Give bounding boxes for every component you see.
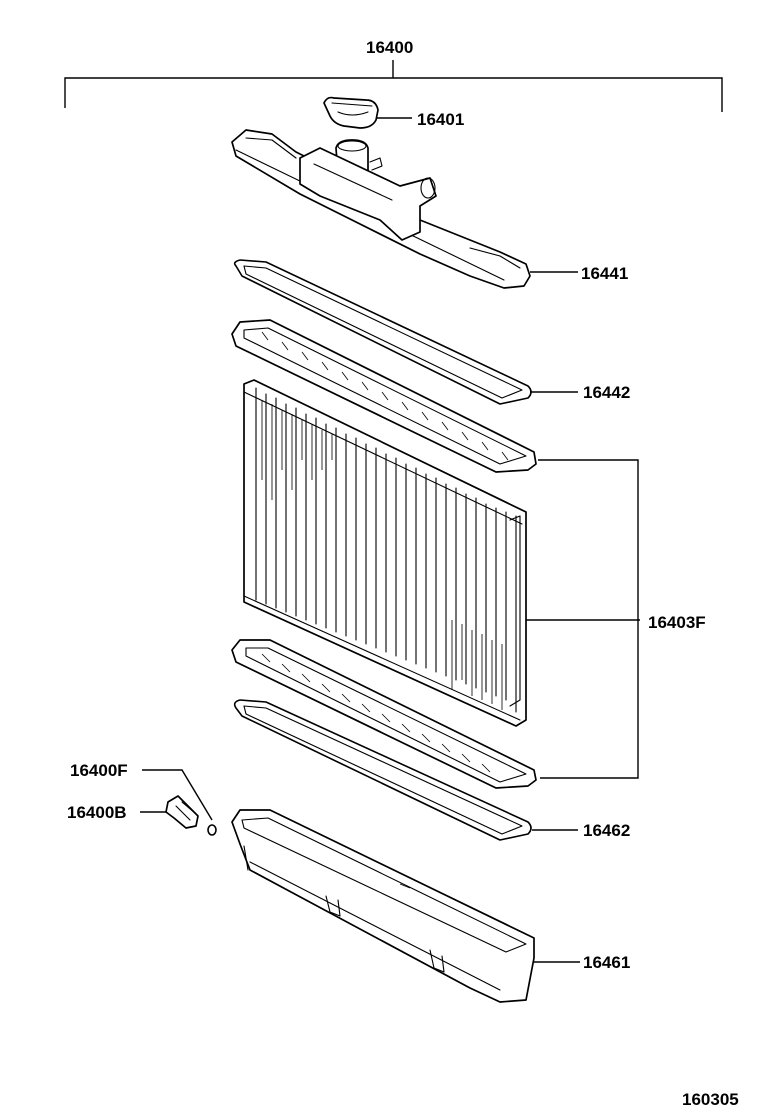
upper-core-plate (231, 319, 537, 473)
drain-oring (207, 824, 217, 836)
lower-gasket (233, 699, 532, 841)
label-16442: 16442 (583, 383, 630, 402)
label-16400F: 16400F (70, 761, 128, 780)
figure-number: 160305 (682, 1090, 739, 1109)
upper-tank (231, 129, 531, 289)
label-16441: 16441 (581, 264, 628, 283)
lower-core-plate (231, 639, 537, 789)
label-16403F: 16403F (648, 613, 706, 632)
radiator-cap (323, 96, 379, 129)
label-16401: 16401 (417, 110, 464, 129)
assembly-bracket (64, 60, 723, 112)
upper-gasket (233, 259, 532, 405)
leader-16403F (526, 459, 640, 779)
label-16461: 16461 (583, 953, 630, 972)
label-16462: 16462 (583, 821, 630, 840)
label-16400: 16400 (366, 38, 413, 57)
radiator-core (243, 379, 527, 727)
lower-tank (231, 809, 535, 1003)
leader-16400F (142, 769, 213, 821)
label-16400B: 16400B (67, 803, 127, 822)
drain-cock (165, 795, 199, 829)
